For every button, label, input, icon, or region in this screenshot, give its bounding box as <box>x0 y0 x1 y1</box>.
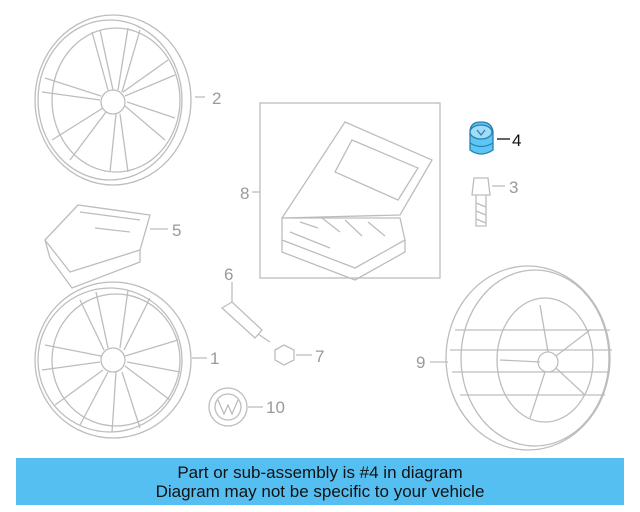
valve-bolt-drawing <box>471 177 491 227</box>
callout-3: 3 <box>509 178 518 197</box>
callout-9: 9 <box>416 353 425 372</box>
valve-stem-drawing <box>220 290 271 343</box>
callout-2: 2 <box>212 89 221 108</box>
banner-line-2: Diagram may not be specific to your vehi… <box>155 481 485 501</box>
banner-line-1: Part or sub-assembly is #4 in diagram <box>177 462 463 482</box>
tpms-sensor-drawing <box>44 204 151 289</box>
wheel-upper-drawing <box>34 14 192 186</box>
info-banner: Part or sub-assembly is #4 in diagram Di… <box>16 458 624 505</box>
tire-drawing <box>445 265 612 451</box>
callout-1: 1 <box>210 349 219 368</box>
lock-nut-drawing <box>469 121 494 155</box>
wheel-lower-drawing <box>34 281 192 439</box>
tool-kit-case-drawing <box>280 121 433 281</box>
parts-diagram: 2 5 8 4 3 6 7 1 10 9 <box>34 14 612 451</box>
callout-6: 6 <box>224 265 233 284</box>
callout-10: 10 <box>266 398 285 417</box>
callout-5: 5 <box>172 221 181 240</box>
callout-4: 4 <box>512 131 521 150</box>
valve-nut-drawing <box>274 344 295 366</box>
callout-8: 8 <box>240 184 249 203</box>
callout-7: 7 <box>315 347 324 366</box>
center-cap-drawing <box>208 387 248 427</box>
